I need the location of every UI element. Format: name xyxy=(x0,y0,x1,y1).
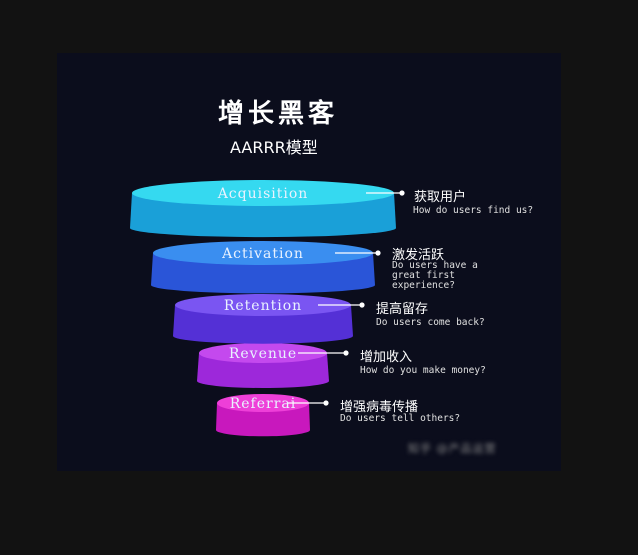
stage-goal-cn: 获取用户 xyxy=(414,190,467,205)
connector-dot xyxy=(323,400,329,406)
stage-goal-cn: 激发活跃 xyxy=(392,248,445,263)
diagram-subtitle: AARRR模型 xyxy=(230,138,318,157)
stage-goal-cn: 增加收入 xyxy=(360,350,413,365)
funnel-stage-top xyxy=(132,180,394,206)
stage-name-label: Referrai xyxy=(230,396,297,412)
watermark: 知乎 @产品运营 xyxy=(408,442,497,455)
funnel-stage-retention: Retention xyxy=(173,294,353,344)
funnel-stage-referrai: Referrai xyxy=(216,394,310,437)
connector-dot xyxy=(343,350,349,356)
funnel-stage-revenue: Revenue xyxy=(197,343,329,388)
connector-dot xyxy=(359,302,365,308)
connector-dot xyxy=(399,190,405,196)
stage-name-label: Revenue xyxy=(229,346,297,362)
stage-goal-cn: 增强病毒传播 xyxy=(340,400,419,415)
funnel-stage-activation: Activation xyxy=(151,241,375,294)
funnel-stage-top xyxy=(153,241,373,265)
stage-name-label: Acquisition xyxy=(217,186,309,202)
funnel-stage-body xyxy=(197,353,329,388)
stage-name-label: Activation xyxy=(221,246,304,262)
funnel-stage-top xyxy=(175,294,351,316)
stage-question-en: How do users find us? xyxy=(413,205,534,216)
connector-dot xyxy=(375,250,381,256)
diagram-title: 增长黑客 xyxy=(218,99,339,129)
funnel-stage-acquisition: Acquisition xyxy=(130,180,396,238)
stage-question-en: Do users tell others? xyxy=(340,413,461,424)
funnel-stage-top xyxy=(199,343,327,363)
funnel-stage-top xyxy=(217,394,309,412)
stage-goal-cn: 提高留存 xyxy=(376,302,429,317)
funnel-stage-body xyxy=(216,403,310,437)
stage-name-label: Retention xyxy=(224,298,302,314)
stage-question-en: How do you make money? xyxy=(360,365,486,376)
funnel-stage-body xyxy=(173,305,353,344)
stage-question-en: Do users have a great first experience? xyxy=(392,260,478,291)
stage-question-en: Do users come back? xyxy=(376,317,485,328)
